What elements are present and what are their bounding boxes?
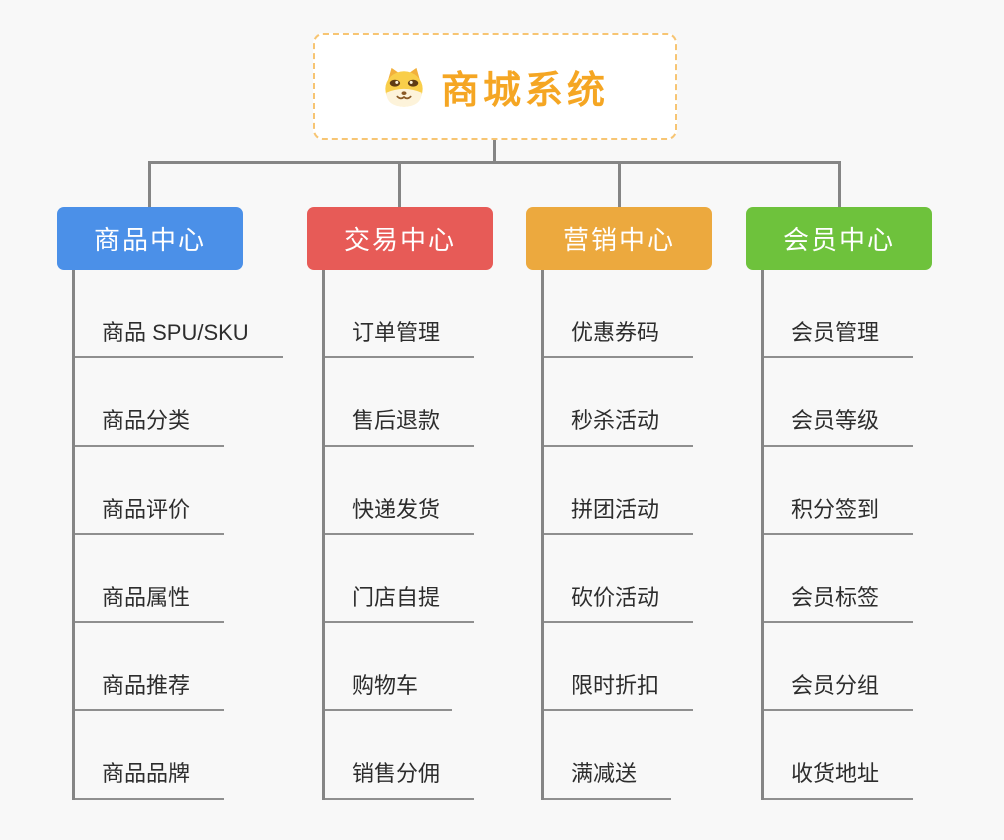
subtopic-node[interactable]: 积分签到 xyxy=(761,497,914,535)
subtopic-node[interactable]: 商品推荐 xyxy=(72,673,225,712)
dog-face-icon xyxy=(385,67,423,107)
branch-label: 会员中心 xyxy=(782,225,895,255)
subtopic-node[interactable]: 会员分组 xyxy=(761,673,914,712)
subtopic-node[interactable]: 会员等级 xyxy=(761,408,914,447)
branch-label: 营销中心 xyxy=(562,225,675,255)
branch-topic-marketing-center[interactable]: 营销中心 xyxy=(526,207,712,270)
subtopic-node[interactable]: 会员标签 xyxy=(761,585,914,624)
subtopic-node[interactable]: 商品分类 xyxy=(72,408,225,447)
subtopic-column-product: 商品 SPU/SKU 商品分类 商品评价 商品属性 商品推荐 商品品牌 xyxy=(72,270,283,800)
subtopic-node[interactable]: 秒杀活动 xyxy=(541,408,694,447)
connector-trunk xyxy=(72,270,75,800)
subtopic-column-member: 会员管理 会员等级 积分签到 会员标签 会员分组 收货地址 xyxy=(761,270,914,800)
subtopic-node[interactable]: 砍价活动 xyxy=(541,585,694,624)
root-topic[interactable]: 商城系统 xyxy=(313,33,677,140)
subtopic-node[interactable]: 快递发货 xyxy=(322,497,475,535)
subtopic-node[interactable]: 商品评价 xyxy=(72,497,225,535)
connector-trunk xyxy=(761,270,764,800)
subtopic-node[interactable]: 优惠券码 xyxy=(541,320,694,359)
subtopic-node[interactable]: 销售分佣 xyxy=(322,761,475,800)
subtopic-node[interactable]: 购物车 xyxy=(322,673,453,712)
subtopic-node[interactable]: 商品品牌 xyxy=(72,761,225,800)
subtopic-node[interactable]: 商品 SPU/SKU xyxy=(72,320,283,359)
subtopic-node[interactable]: 满减送 xyxy=(541,761,672,800)
subtopic-column-marketing: 优惠券码 秒杀活动 拼团活动 砍价活动 限时折扣 满减送 xyxy=(541,270,694,800)
subtopic-node[interactable]: 限时折扣 xyxy=(541,673,694,712)
subtopic-node[interactable]: 售后退款 xyxy=(322,408,475,447)
subtopic-node[interactable]: 门店自提 xyxy=(322,585,475,624)
root-topic-label: 商城系统 xyxy=(440,70,609,112)
connector-trunk xyxy=(541,270,544,800)
subtopic-column-trade: 订单管理 售后退款 快递发货 门店自提 购物车 销售分佣 xyxy=(322,270,475,800)
subtopic-node[interactable]: 拼团活动 xyxy=(541,497,694,535)
branch-label: 交易中心 xyxy=(343,225,456,255)
subtopic-node[interactable]: 商品属性 xyxy=(72,585,225,624)
subtopic-node[interactable]: 收货地址 xyxy=(761,761,914,800)
branch-label: 商品中心 xyxy=(93,225,206,255)
connector-cross-bar xyxy=(148,161,841,164)
connector-drop-marketing xyxy=(618,161,621,210)
connector-drop-product xyxy=(148,161,151,210)
branch-topic-trade-center[interactable]: 交易中心 xyxy=(307,207,493,270)
subtopic-node[interactable]: 订单管理 xyxy=(322,320,475,359)
connector-drop-trade xyxy=(398,161,401,210)
branch-topic-product-center[interactable]: 商品中心 xyxy=(57,207,243,270)
connector-drop-member xyxy=(838,161,841,210)
connector-root-drop xyxy=(493,140,496,163)
branch-topic-member-center[interactable]: 会员中心 xyxy=(746,207,932,270)
subtopic-node[interactable]: 会员管理 xyxy=(761,320,914,359)
connector-trunk xyxy=(322,270,325,800)
